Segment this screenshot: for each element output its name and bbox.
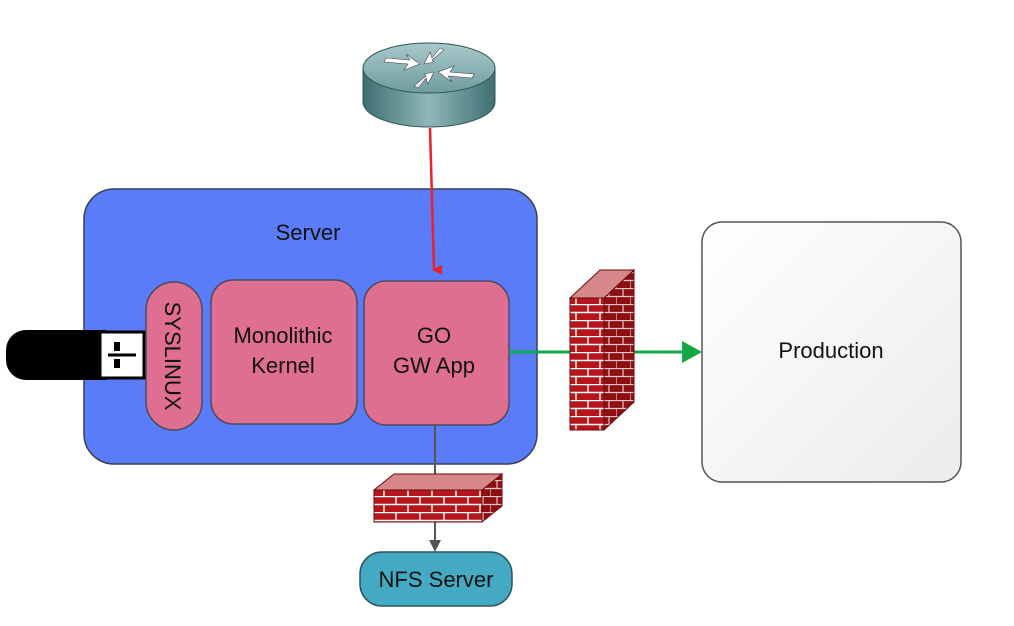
go-app-node[interactable]: GO GW App bbox=[363, 280, 510, 426]
kernel-label-line2: Kernel bbox=[251, 353, 315, 378]
production-label: Production bbox=[778, 338, 883, 363]
kernel-node[interactable]: Monolithic Kernel bbox=[210, 279, 358, 425]
syslinux-node[interactable]: SYSLINUX bbox=[145, 281, 203, 431]
kernel-label-line1: Monolithic bbox=[233, 323, 332, 348]
nfs-server-label: NFS Server bbox=[379, 567, 494, 592]
syslinux-box bbox=[145, 281, 203, 431]
go-app-label-line1: GO bbox=[417, 323, 451, 348]
nfs-server-box bbox=[359, 551, 513, 607]
syslinux-label: SYSLINUX bbox=[160, 302, 185, 411]
server-label: Server bbox=[276, 220, 341, 245]
router-icon[interactable] bbox=[362, 42, 496, 128]
firewall-icon bbox=[372, 472, 504, 524]
nfs-server-node[interactable]: NFS Server bbox=[359, 551, 513, 607]
production-node[interactable]: Production bbox=[701, 221, 962, 483]
firewall-icon bbox=[568, 268, 636, 432]
kernel-box bbox=[210, 279, 358, 425]
go-app-label-line2: GW App bbox=[393, 353, 475, 378]
router-to-app-edge bbox=[428, 127, 443, 275]
usb-drive-icon bbox=[6, 330, 146, 380]
production-box bbox=[701, 221, 962, 483]
